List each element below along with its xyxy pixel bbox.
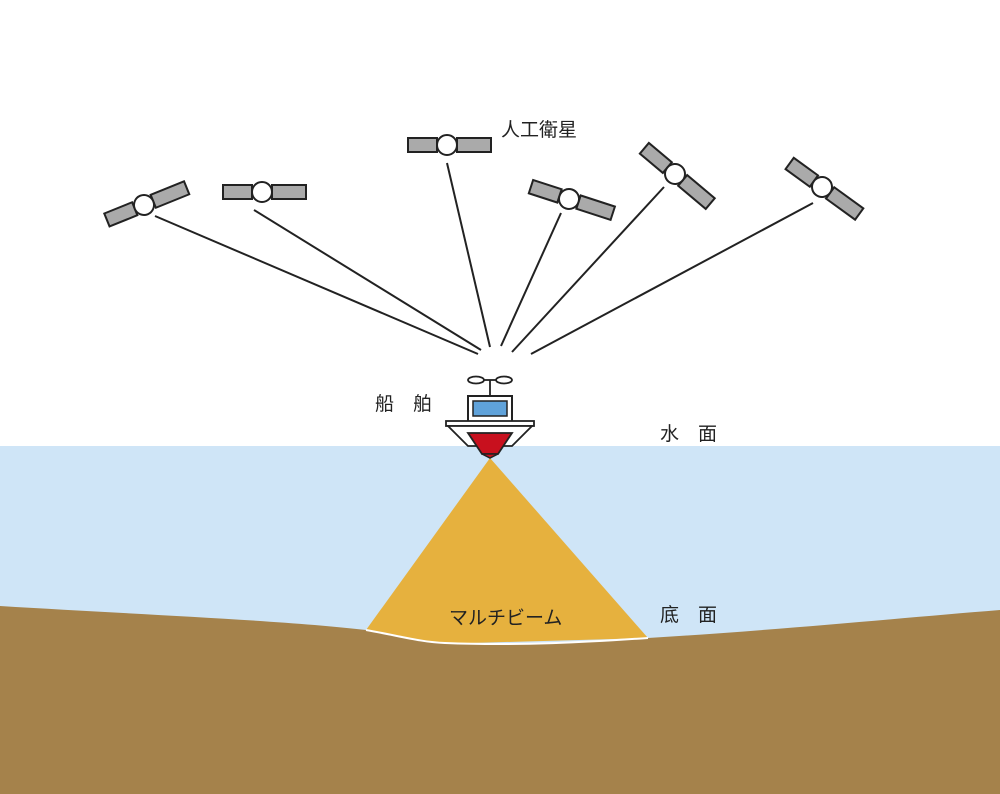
ship-label: 船 舶 — [375, 393, 432, 415]
signal-line — [500, 212, 562, 347]
satellite-icon — [638, 141, 717, 211]
seabed-swath-edge — [365, 629, 649, 646]
satellite-signal-lines — [154, 162, 814, 355]
satellite-icon — [527, 178, 617, 222]
signal-line — [154, 215, 479, 355]
satellite-icon — [407, 134, 492, 156]
seabed — [0, 606, 1000, 794]
satellite-icon — [222, 181, 307, 203]
signal-line — [511, 186, 665, 353]
seabed-label: 底 面 — [660, 604, 717, 626]
multibeam-label: マルチビーム — [449, 607, 562, 629]
signal-line — [253, 209, 482, 351]
multibeam-swath — [366, 458, 648, 644]
satellite-icon — [784, 156, 865, 222]
ship-icon — [445, 375, 535, 459]
satellite-icon — [102, 179, 191, 228]
signal-line — [530, 202, 814, 355]
signal-line — [446, 162, 491, 348]
satellite-label: 人工衛星 — [501, 119, 577, 141]
water-surface-label: 水 面 — [660, 423, 717, 445]
